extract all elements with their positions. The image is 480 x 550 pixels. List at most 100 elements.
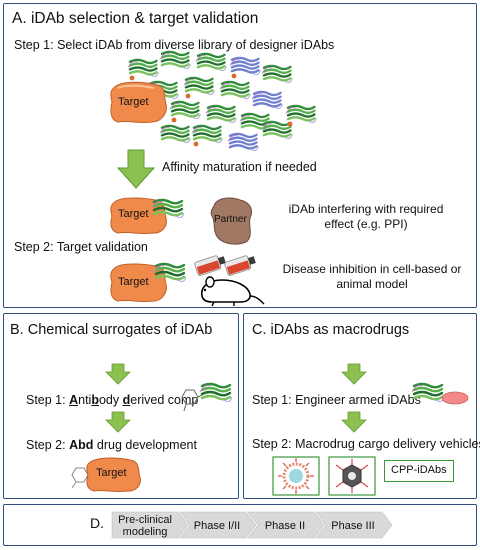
pipeline-stage-label: Phase I/II	[194, 520, 240, 532]
mouse-icon	[200, 276, 265, 307]
ribbon-strand	[154, 262, 186, 269]
panel-c-arrow-1	[341, 363, 367, 385]
pipeline-stage-chevron	[315, 511, 393, 539]
loop-strand	[214, 138, 223, 143]
ribbon-strand	[192, 132, 222, 138]
loop-strand	[150, 72, 159, 77]
pipeline-stage-label: modeling	[123, 526, 168, 538]
ribbon-strand	[184, 80, 214, 86]
target-shape-3	[110, 263, 167, 303]
loop-strand	[252, 70, 261, 75]
disease-text: Disease inhibition in cell-based or anim…	[282, 262, 462, 291]
loop-strand	[308, 118, 317, 123]
ribbon-strand	[160, 128, 190, 134]
target-label-2: Target	[118, 208, 149, 220]
idab-molecule-2	[151, 198, 185, 218]
panel-a	[3, 3, 477, 308]
ribbon-strand	[128, 62, 158, 68]
ribbon-strand	[154, 274, 186, 281]
ribbon-strand	[160, 54, 190, 60]
ribbon-strand	[192, 136, 222, 142]
loop-strand	[229, 59, 240, 66]
loop-strand	[151, 201, 163, 209]
interfering-text: iDAb interfering with required effect (e…	[288, 202, 444, 231]
ribbon-strand	[200, 390, 232, 397]
ribbon-strand	[228, 144, 258, 150]
ribbon-strand	[196, 60, 226, 66]
loop-strand	[227, 135, 238, 142]
pipeline-stage-chevron	[179, 511, 257, 539]
ribbon-strand	[262, 128, 292, 134]
loop-strand	[411, 385, 423, 393]
panel-d-label: D.	[90, 515, 104, 531]
ribbon-strand	[160, 136, 190, 142]
ribbon-strand	[152, 206, 184, 213]
liposome-vehicle-icon	[272, 456, 320, 496]
panel-c-step1: Step 1: Engineer armed iDAbs	[252, 393, 421, 407]
ribbon-strand	[152, 202, 184, 209]
panel-a-title: A. iDAb selection & target validation	[12, 10, 259, 27]
ribbon-strand	[262, 132, 292, 138]
ribbon-strand	[252, 90, 282, 97]
b-step1-part1: A	[69, 393, 79, 407]
ribbon-strand	[252, 94, 282, 100]
target-label-3: Target	[118, 276, 149, 288]
ribbon-strand	[262, 68, 292, 74]
cell-culture-flasks-icon	[194, 255, 256, 276]
ribbon-strand	[262, 124, 292, 130]
loop-strand	[153, 265, 165, 273]
ribbon-strand	[170, 108, 200, 114]
ribbon-strand	[148, 80, 178, 87]
ribbon-strand	[206, 116, 236, 122]
ribbon-strand	[230, 64, 260, 70]
library-dot	[231, 73, 237, 79]
ribbon-strand	[206, 108, 236, 114]
ribbon-strand	[230, 56, 260, 63]
ribbon-strand	[262, 72, 292, 78]
panel-b-step2: Step 2: Abd drug development	[26, 438, 197, 452]
pipeline-stage-label: Phase II	[265, 520, 305, 532]
loop-strand	[182, 138, 191, 143]
ribbon-strand	[262, 76, 292, 82]
loop-strand	[199, 385, 211, 393]
b-step2-prefix: Step 2:	[26, 438, 70, 452]
idab-molecule-b	[199, 382, 233, 402]
loop-strand	[159, 127, 170, 134]
ribbon-strand	[196, 56, 226, 62]
library-dot	[171, 117, 177, 123]
ribbon-strand	[206, 112, 236, 118]
ribbon-strand	[412, 382, 444, 389]
affinity-label: Affinity maturation if needed	[162, 160, 317, 174]
panel-c-arrow-2	[341, 411, 367, 433]
library-dot	[287, 121, 293, 127]
library-dot	[129, 75, 135, 81]
ribbon-strand	[170, 100, 200, 107]
ribbon-strand	[184, 84, 214, 90]
ribbon-strand	[192, 128, 222, 134]
loop-strand	[195, 55, 206, 62]
ribbon-strand	[154, 266, 186, 273]
idab-molecule-c	[411, 382, 445, 402]
loop-strand	[261, 123, 272, 130]
pipeline-stage-chevron	[247, 511, 325, 539]
loop-strand	[183, 79, 194, 86]
loop-strand	[274, 104, 283, 109]
ribbon-strand	[206, 104, 236, 111]
loop-strand	[285, 107, 296, 114]
target-label-1: Target	[118, 96, 149, 108]
partner-shape	[210, 197, 253, 245]
panel-b-title: B. Chemical surrogates of iDAb	[10, 322, 213, 338]
loop-strand	[177, 276, 187, 282]
pipeline-stage-label: Phase III	[331, 520, 374, 532]
ribbon-strand	[196, 64, 226, 70]
panel-a-step2: Step 2: Target validation	[14, 240, 148, 254]
ribbon-strand	[200, 394, 232, 401]
loop-strand	[206, 90, 215, 95]
loop-strand	[182, 64, 191, 69]
ribbon-strand	[228, 140, 258, 146]
ribbon-strand	[220, 88, 250, 94]
loop-strand	[219, 83, 230, 90]
ribbon-strand	[200, 382, 232, 389]
ribbon-strand	[412, 390, 444, 397]
